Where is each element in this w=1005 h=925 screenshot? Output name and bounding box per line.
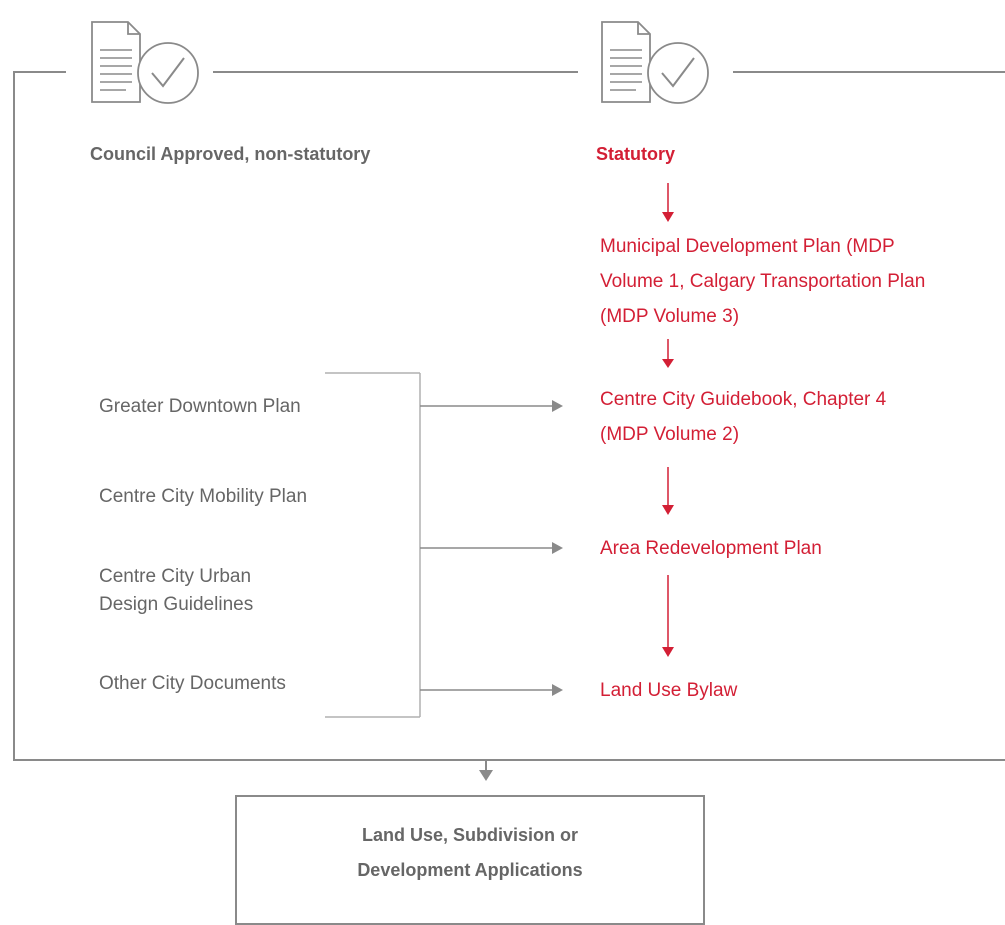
urban-design-guidelines-line-1: Centre City Urban: [99, 566, 252, 587]
applications-line-2: Development Applications: [357, 860, 583, 880]
applications-box: Land Use, Subdivision or Development App…: [235, 795, 705, 925]
arrow-to-bylaw: [420, 684, 563, 696]
statutory-heading: Statutory: [596, 144, 676, 164]
applications-line-1: Land Use, Subdivision or: [361, 825, 579, 845]
arrow-mdp-to-centre-city: [662, 339, 674, 368]
centre-city-guidebook-line-1: Centre City Guidebook, Chapter 4: [600, 389, 887, 410]
arrow-statutory-to-mdp: [662, 183, 674, 222]
document-check-icon: [91, 21, 199, 104]
centre-city-mobility-plan: Centre City Mobility Plan: [99, 486, 308, 507]
document-check-icon: [601, 21, 709, 104]
centre-city-guidebook-line-2: (MDP Volume 2): [600, 424, 740, 445]
arrow-to-centre-city: [420, 400, 563, 412]
area-redevelopment-plan: Area Redevelopment Plan: [600, 538, 822, 559]
mdp-line-3: (MDP Volume 3): [600, 306, 740, 327]
arrow-arp-to-bylaw: [662, 575, 674, 657]
arrow-centre-city-to-arp: [662, 467, 674, 515]
greater-downtown-plan: Greater Downtown Plan: [99, 396, 301, 417]
other-city-documents: Other City Documents: [99, 673, 286, 694]
urban-design-guidelines-line-2: Design Guidelines: [99, 594, 254, 615]
mdp-line-2: Volume 1, Calgary Transportation Plan: [600, 271, 926, 292]
arrow-to-arp: [420, 542, 563, 554]
arrow-to-applications: [479, 760, 493, 781]
land-use-bylaw: Land Use Bylaw: [600, 680, 738, 701]
mdp-line-1: Municipal Development Plan (MDP: [600, 236, 895, 257]
non-statutory-heading: Council Approved, non-statutory: [90, 144, 371, 164]
